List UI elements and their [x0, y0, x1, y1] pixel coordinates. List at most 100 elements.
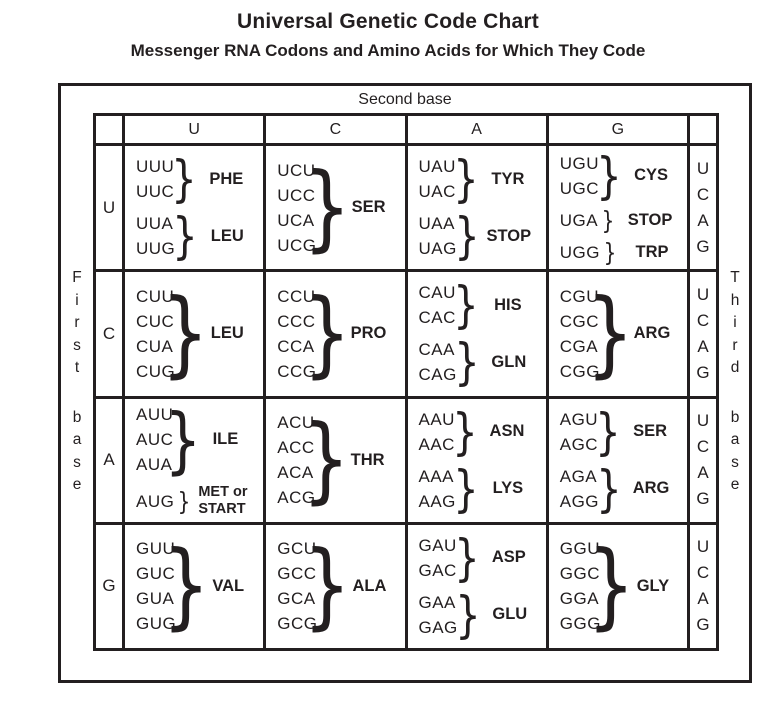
brace-icon: } — [171, 150, 198, 209]
third-base-letter: G — [696, 362, 710, 382]
brace-icon: } — [453, 150, 479, 209]
amino-acid-line: VAL — [212, 576, 245, 595]
codon: GGG — [559, 614, 601, 634]
vertical-letter: t — [74, 359, 80, 377]
codon-list: UGA — [560, 208, 598, 233]
amino-acid-label: LEU — [199, 324, 255, 343]
codon: AUA — [136, 455, 173, 475]
codon: CUU — [136, 286, 175, 306]
codon: GUA — [136, 589, 175, 609]
codon: AGU — [559, 409, 599, 429]
amino-acid-label: SER — [622, 422, 678, 441]
vertical-letter: b — [730, 408, 740, 426]
vertical-letter: e — [730, 476, 740, 494]
vertical-letter: b — [72, 408, 82, 426]
brace-icon: } — [595, 402, 621, 461]
amino-acid-line: ALA — [352, 576, 387, 595]
page-title: Universal Genetic Code Chart — [236, 10, 540, 33]
first-base-C: C — [96, 272, 122, 396]
brace-icon: } — [454, 333, 480, 392]
codon: GGA — [559, 589, 600, 609]
codon: GUG — [136, 614, 177, 634]
amino-acid-line: TYR — [491, 169, 525, 188]
codon: UUA — [136, 214, 174, 234]
amino-acid-line: ARG — [632, 479, 670, 498]
amino-acid-line: SER — [633, 422, 668, 441]
amino-acid-line: THR — [350, 450, 385, 469]
codon: UGA — [559, 210, 599, 230]
codon: ACG — [277, 488, 316, 508]
codon: AGG — [559, 491, 600, 511]
amino-acid-label: LYS — [480, 479, 536, 498]
codon: UGG — [559, 242, 600, 262]
third-base-letter: G — [696, 615, 710, 635]
amino-acid-label: STOP — [481, 227, 537, 246]
codon-group: UGA}STOP — [560, 208, 678, 233]
codon: AAG — [418, 491, 456, 511]
third-base-letter: C — [696, 310, 710, 330]
codon: GAG — [418, 617, 458, 637]
amino-acid-line: LYS — [492, 479, 524, 498]
third-base-letter: U — [696, 158, 710, 178]
codon: UAC — [418, 182, 456, 202]
column-header-a: A — [407, 116, 546, 143]
vertical-letter: h — [730, 291, 740, 309]
codon: GAA — [418, 592, 456, 612]
amino-acid-label: CYS — [623, 166, 679, 185]
codon: CGG — [559, 361, 600, 381]
codon: UGC — [559, 178, 600, 198]
brace-icon: } — [453, 459, 479, 518]
amino-acid-label: ASN — [479, 422, 535, 441]
codon: UAG — [418, 239, 457, 259]
amino-acid-line: LEU — [210, 324, 244, 343]
codon: ACA — [277, 463, 314, 483]
amino-acid-line: PRO — [350, 324, 387, 343]
codon: AUG — [136, 491, 175, 511]
amino-acid-line: ASN — [489, 422, 525, 441]
vertical-letter: d — [730, 359, 740, 377]
third-base-letter: A — [697, 589, 709, 609]
codon: AUC — [136, 430, 174, 450]
column-header-u: U — [125, 116, 264, 143]
amino-acid-label: ARG — [623, 479, 679, 498]
codon: CUG — [136, 361, 176, 381]
amino-acid-line: LEU — [210, 226, 244, 245]
codon: UUU — [136, 157, 175, 177]
codon: CCA — [277, 336, 315, 356]
amino-acid-label: STOP — [622, 211, 678, 230]
first-base-A: A — [96, 398, 122, 522]
brace-icon: } — [454, 528, 480, 587]
amino-acid-line: HIS — [494, 295, 522, 314]
brace-icon: } — [303, 531, 352, 641]
amino-acid-label: ARG — [624, 324, 680, 343]
third-base-letter: C — [696, 563, 710, 583]
third-base-letter: A — [697, 210, 709, 230]
vertical-letter: s — [73, 336, 81, 354]
codon: CGC — [559, 311, 600, 331]
amino-acid-label: PRO — [341, 324, 397, 343]
amino-acid-line: ARG — [633, 324, 671, 343]
third-base-letter: C — [696, 437, 710, 457]
codon: AUU — [136, 405, 174, 425]
